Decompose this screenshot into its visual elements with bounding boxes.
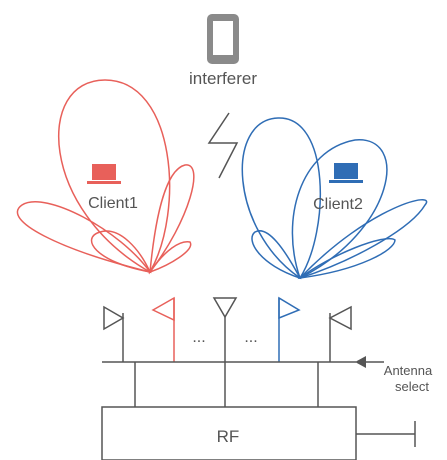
antenna-center [212,297,238,362]
ellipsis-left: ... [192,329,205,346]
antenna-select-label-line1: Antenna [384,363,433,378]
antenna-select-bus [102,361,356,407]
antenna-select-label-line2: select [395,379,429,394]
ellipsis-right: ... [244,329,257,346]
antenna-5 [328,305,352,362]
client2-beam-pattern [241,117,428,280]
phone-icon [207,14,239,64]
interferer-label: interferer [189,69,257,88]
client1-beam-pattern [16,79,195,275]
rf-label: RF [217,427,240,446]
antenna-2-client1 [151,296,175,362]
laptop-icon [87,164,121,184]
antenna-1 [103,305,125,362]
rf-block [101,406,357,460]
laptop-icon [329,163,363,183]
antenna-4-client2 [278,296,301,362]
lightning-zigzag-icon [207,112,239,179]
arrow-left-icon [355,356,384,368]
client1-label: Client1 [88,195,138,212]
client2-label: Client2 [313,196,363,213]
rf-output-line [356,421,416,447]
